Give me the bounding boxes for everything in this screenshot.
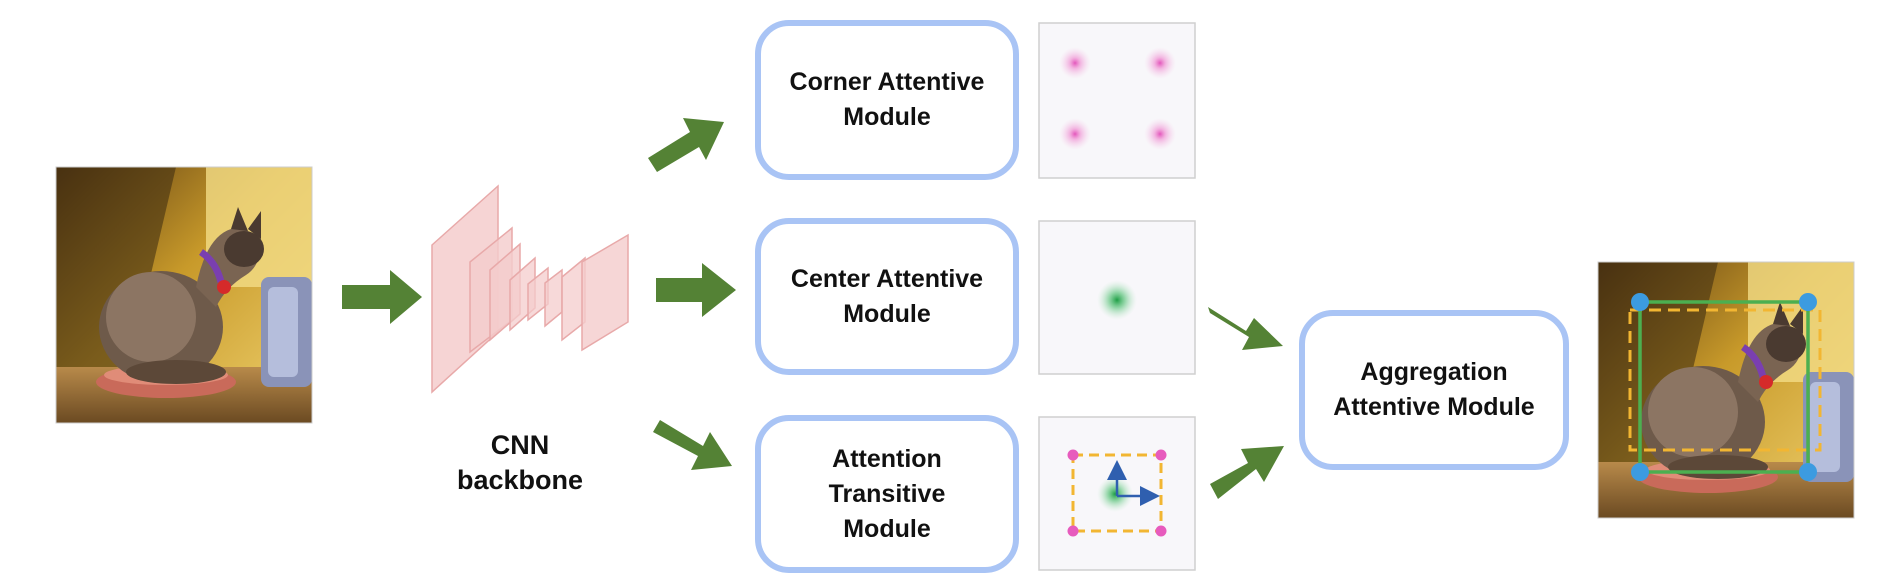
corner-module-line2: Module (843, 103, 931, 131)
transitive-module-line2: Transitive (828, 479, 946, 508)
arrow-center-to-aggregation (1208, 307, 1283, 350)
cnn-layers-icon (431, 184, 629, 394)
corner-attentive-module-box: Corner Attentive Module (755, 20, 1019, 180)
aggregation-attentive-module-box: Aggregation Attentive Module (1299, 310, 1569, 470)
cnn-label-line2: backbone (456, 465, 584, 495)
arrow-input-to-cnn (342, 270, 422, 324)
arrow-cnn-to-transitive (653, 420, 732, 470)
corner-attentive-module-label: Corner Attentive Module (790, 65, 985, 135)
aggregation-module-line1: Aggregation (1360, 358, 1508, 386)
attention-transitive-module-label: Attention Transitive Module (829, 442, 946, 547)
input-cat-image (55, 166, 313, 424)
arrow-transitive-to-aggregation (1210, 446, 1284, 499)
cnn-backbone-label: CNN backbone (420, 428, 620, 498)
transitive-module-line1: Attention (832, 444, 942, 473)
aggregation-attentive-module-label: Aggregation Attentive Module (1333, 355, 1534, 425)
center-attentive-module-label: Center Attentive Module (791, 262, 983, 332)
center-attentive-module-box: Center Attentive Module (755, 218, 1019, 375)
attention-transitive-module-box: Attention Transitive Module (755, 415, 1019, 573)
cnn-label-line1: CNN (490, 430, 550, 460)
transitive-module-line3: Module (843, 514, 931, 543)
center-heatmap (1038, 220, 1196, 375)
arrow-cnn-to-corner (648, 118, 724, 172)
aggregation-module-line2: Attentive Module (1333, 393, 1535, 421)
transitive-heatmap (1038, 416, 1196, 571)
corner-heatmap (1038, 22, 1196, 179)
center-module-line1: Center Attentive (790, 264, 984, 293)
arrow-cnn-to-center (656, 263, 736, 317)
output-cat-image (1597, 261, 1855, 519)
corner-module-line1: Corner Attentive (789, 68, 985, 96)
center-module-line2: Module (843, 299, 931, 328)
